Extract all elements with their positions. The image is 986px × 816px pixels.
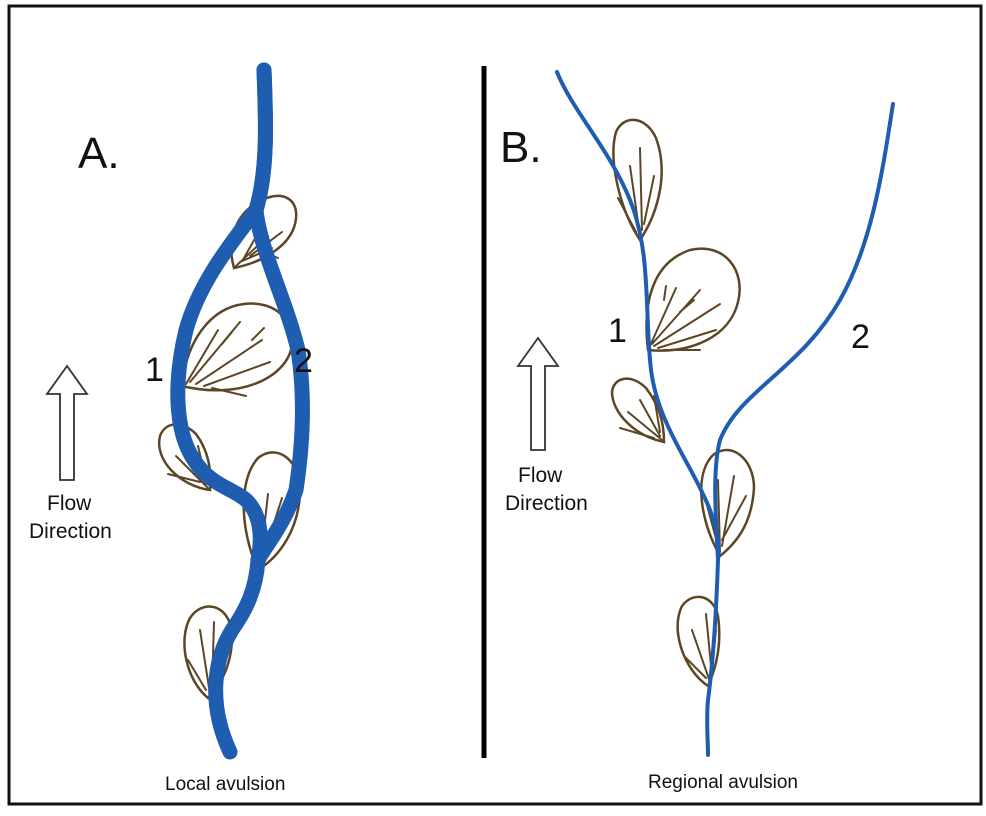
panel-b-channel-2-label: 2 bbox=[851, 318, 870, 356]
panel-a-caption: Local avulsion bbox=[165, 774, 285, 795]
panel-b-flow-label-1: Flow bbox=[518, 464, 563, 487]
panel-a-channel-1-label: 1 bbox=[145, 351, 164, 389]
panel-a-letter: A. bbox=[78, 129, 120, 178]
panel-b-letter: B. bbox=[500, 123, 542, 172]
panel-a-flow-label-2: Direction bbox=[29, 520, 112, 543]
panel-a-flow-label-1: Flow bbox=[47, 492, 92, 515]
panel-b-caption: Regional avulsion bbox=[648, 772, 798, 793]
diagram-frame bbox=[9, 6, 981, 804]
panel-a-channel-2-label: 2 bbox=[294, 342, 313, 380]
panel-b-channel-1-label: 1 bbox=[608, 312, 627, 350]
panel-b-flow-label-2: Direction bbox=[505, 492, 588, 515]
